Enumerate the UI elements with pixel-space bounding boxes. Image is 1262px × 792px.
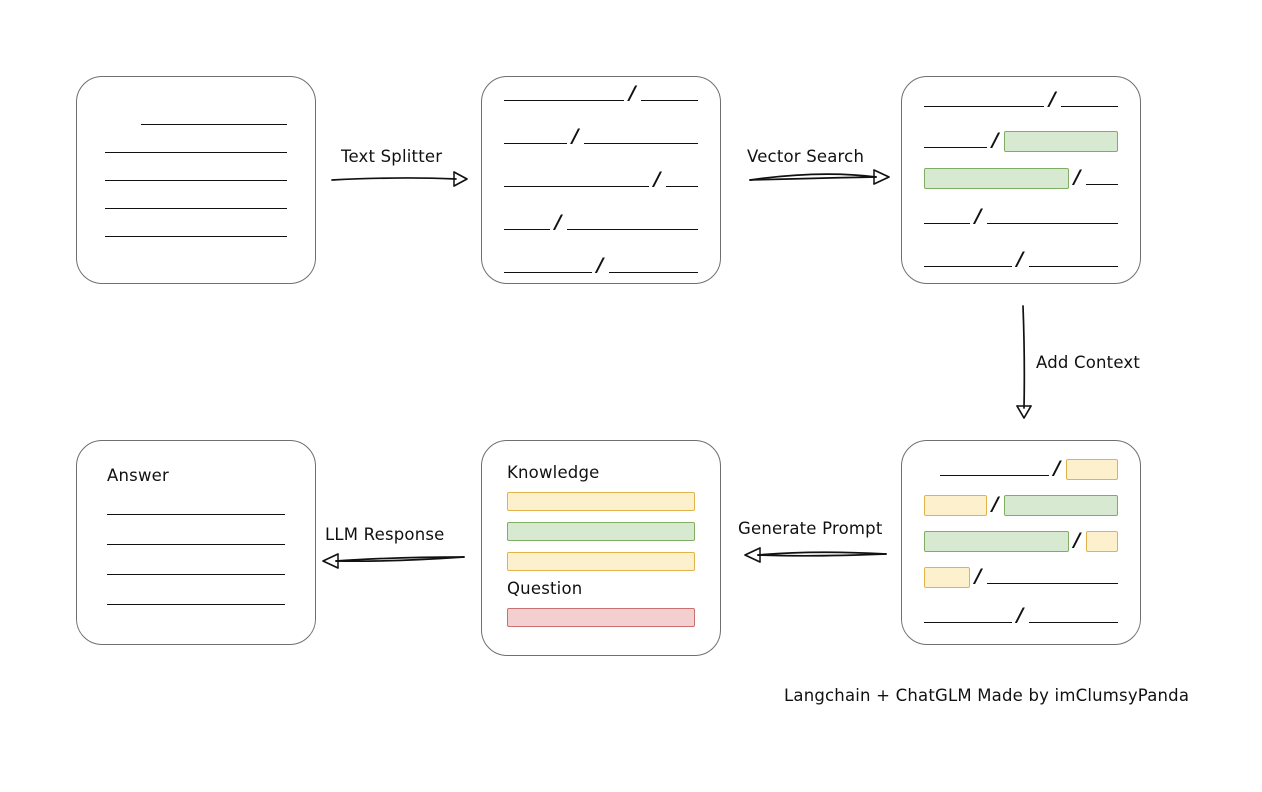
slash-glyph: /	[1073, 165, 1081, 188]
card-context-chunks: / / / / /	[901, 440, 1141, 645]
seg-row: /	[924, 495, 1118, 516]
rule-row	[107, 604, 285, 605]
card-retrieved-chunks: / / / / /	[901, 76, 1141, 284]
knowledge-bar-yellow	[507, 492, 695, 511]
rule-row	[107, 514, 285, 515]
arrow-label-text-splitter: Text Splitter	[341, 147, 443, 166]
seg-row: /	[924, 531, 1118, 552]
chip-yellow	[924, 495, 987, 516]
arrow-label-generate-prompt: Generate Prompt	[738, 519, 883, 538]
slash-glyph: /	[974, 565, 982, 587]
question-label: Question	[507, 579, 583, 598]
slash-glyph: /	[1016, 604, 1024, 626]
arrow-label-vector-search: Vector Search	[747, 147, 865, 166]
chip-yellow	[924, 567, 970, 588]
seg-row: /	[924, 604, 1118, 626]
arrow-generate-prompt	[744, 547, 887, 563]
chip-green	[924, 167, 1069, 189]
seg-row: /	[504, 81, 698, 104]
arrow-vector-search	[749, 169, 890, 185]
rule-row	[105, 179, 287, 181]
seg-row: /	[924, 165, 1118, 189]
knowledge-bar-green	[507, 522, 695, 541]
seg-row: /	[504, 124, 698, 147]
slash-glyph: /	[1073, 529, 1081, 551]
seg-row: /	[924, 247, 1118, 270]
card-split-chunks: / / / / /	[481, 76, 721, 284]
rule-row	[105, 151, 287, 153]
seg-row: /	[924, 567, 1118, 588]
card-source-document	[76, 76, 316, 284]
slash-glyph: /	[1016, 247, 1024, 270]
rule-row	[107, 574, 285, 575]
arrow-text-splitter	[331, 171, 468, 187]
chip-yellow	[1065, 459, 1118, 480]
chip-yellow	[1085, 531, 1118, 552]
answer-title: Answer	[107, 466, 169, 485]
seg-row: /	[504, 210, 698, 233]
rule-row	[105, 207, 287, 209]
slash-glyph: /	[596, 253, 604, 276]
seg-row: /	[924, 204, 1118, 227]
slash-glyph: /	[653, 167, 661, 190]
slash-glyph: /	[1053, 457, 1061, 479]
card-prompt: Knowledge Question	[481, 440, 721, 656]
slash-glyph: /	[628, 81, 636, 104]
chip-green	[1003, 495, 1118, 516]
footer-credit: Langchain + ChatGLM Made by imClumsyPand…	[784, 686, 1190, 705]
arrow-label-add-context: Add Context	[1036, 353, 1141, 372]
slash-glyph: /	[1048, 87, 1056, 110]
seg-row: /	[924, 459, 1118, 480]
seg-row: /	[924, 128, 1118, 152]
chip-green	[1003, 130, 1118, 152]
seg-row: /	[924, 87, 1118, 110]
slash-glyph: /	[991, 128, 999, 151]
slash-glyph: /	[974, 204, 982, 227]
card-answer: Answer	[76, 440, 316, 645]
rule-row	[107, 544, 285, 545]
arrow-llm-response	[322, 553, 465, 569]
knowledge-bar-yellow	[507, 552, 695, 571]
rule-row	[105, 123, 287, 125]
rule-row	[105, 235, 287, 237]
slash-glyph: /	[571, 124, 579, 147]
seg-row: /	[504, 167, 698, 190]
arrow-label-llm-response: LLM Response	[325, 525, 445, 544]
seg-row: /	[504, 253, 698, 276]
chip-green	[924, 531, 1069, 552]
knowledge-label: Knowledge	[507, 463, 600, 482]
arrow-add-context	[1016, 305, 1032, 419]
slash-glyph: /	[554, 210, 562, 233]
question-bar-red	[507, 608, 695, 627]
slash-glyph: /	[991, 493, 999, 515]
